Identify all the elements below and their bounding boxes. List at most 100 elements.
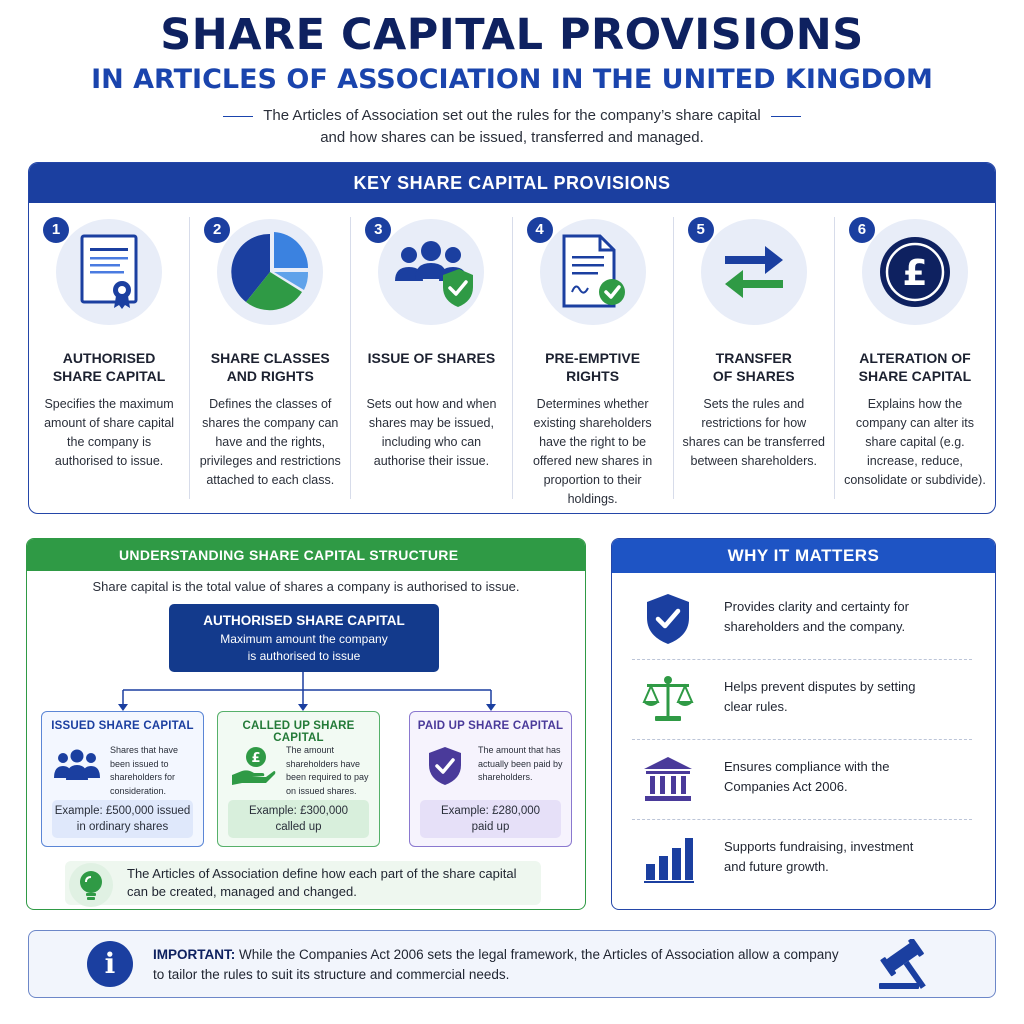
svg-text:£: £ — [251, 751, 260, 766]
important-label: IMPORTANT: — [153, 947, 236, 962]
provision-title-2: AND RIGHTS — [226, 368, 314, 384]
why-divider — [632, 659, 972, 660]
provision-number: 4 — [526, 217, 553, 243]
box-description: Shares that have been issued to sharehol… — [110, 745, 179, 796]
gavel-icon — [879, 939, 926, 989]
structure-footer-note: The Articles of Association define how e… — [65, 861, 541, 905]
paid-up-share-capital-box: PAID UP SHARE CAPITAL The amount that ha… — [409, 711, 572, 847]
provision-title: ISSUE OF SHARES — [367, 350, 496, 366]
intro-line-1: The Articles of Association set out the … — [263, 107, 761, 124]
flow-arrows — [118, 672, 496, 711]
why-heading: WHY IT MATTERS — [612, 539, 995, 573]
provision-title: PRE-EMPTIVE — [545, 350, 641, 366]
provision-title-2: OF SHARES — [712, 368, 795, 384]
provision-number: 3 — [365, 217, 392, 243]
share-capital-structure-panel: UNDERSTANDING SHARE CAPITAL STRUCTURE Sh… — [26, 538, 586, 910]
provision-title-2: SHARE CAPITAL — [858, 368, 972, 384]
divider-left — [223, 115, 254, 117]
issued-share-capital-box: ISSUED SHARE CAPITAL Shares that have be… — [41, 711, 204, 847]
why-line-1: Provides clarity and certainty for — [724, 599, 909, 614]
box-description: The amount that has actually been paid b… — [478, 745, 563, 782]
intro-text: The Articles of Association set out the … — [0, 105, 1024, 149]
why-divider — [632, 739, 972, 740]
structure-intro: Share capital is the total value of shar… — [92, 579, 520, 594]
lightbulb-icon — [69, 863, 113, 907]
important-note: i IMPORTANT: While the Companies Act 200… — [28, 930, 996, 998]
info-icon: i — [87, 941, 133, 987]
footer-line-1: The Articles of Association define how e… — [127, 866, 517, 881]
pie-chart-icon — [217, 219, 324, 325]
important-line-2: to tailor the rules to suit its structur… — [153, 967, 510, 982]
provision-number: 6 — [848, 217, 875, 243]
footer-line-2: can be created, managed and changed. — [127, 884, 357, 899]
page-subtitle: IN ARTICLES OF ASSOCIATION IN THE UNITED… — [91, 64, 933, 95]
people-shield-icon — [378, 219, 485, 325]
people-icon — [52, 744, 102, 788]
transfer-arrows-icon — [700, 219, 807, 325]
provision-description: Determines whether existing shareholders… — [532, 397, 653, 506]
provision-title: ALTERATION OF — [859, 350, 971, 366]
provision-number: 2 — [204, 217, 231, 243]
box-title: ISSUED SHARE CAPITAL — [51, 720, 194, 732]
provision-description: Explains how the company can alter its s… — [844, 397, 986, 487]
authorised-title: AUTHORISED SHARE CAPITAL — [203, 613, 405, 628]
document-check-icon — [539, 219, 646, 325]
why-divider — [632, 819, 972, 820]
provision-description: Sets the rules and restrictions for how … — [682, 397, 825, 468]
why-line-2: Companies Act 2006. — [724, 779, 848, 794]
example-line-1: Example: £280,000 — [440, 805, 541, 817]
structure-heading: UNDERSTANDING SHARE CAPITAL STRUCTURE — [27, 539, 585, 571]
why-line-1: Helps prevent disputes by setting — [724, 679, 916, 694]
provision-number: 1 — [43, 217, 69, 243]
page-title: SHARE CAPITAL PROVISIONS — [160, 10, 864, 60]
authorised-line-1: Maximum amount the company — [220, 632, 388, 646]
intro-line-2: and how shares can be issued, transferre… — [320, 129, 704, 146]
important-line-1: While the Companies Act 2006 sets the le… — [239, 947, 839, 962]
provision-item: 3 ISSUE OF SHARES Sets out how and when … — [351, 217, 513, 499]
provision-description: Sets out how and when shares may be issu… — [366, 397, 497, 468]
provision-title: TRANSFER — [715, 350, 792, 366]
why-item: Supports fundraising, investment and futu… — [632, 821, 972, 899]
authorised-line-2: is authorised to issue — [247, 649, 361, 663]
hand-coin-icon: £ — [228, 744, 278, 788]
example-line-1: Example: £300,000 — [248, 805, 349, 817]
why-item: Helps prevent disputes by setting clear r… — [632, 661, 972, 739]
provision-title: AUTHORISED — [62, 350, 156, 366]
provision-item: 6 £ ALTERATION OF SHARE CAPITAL Explains … — [835, 217, 995, 499]
example-line-2: in ordinary shares — [76, 821, 169, 833]
provision-item: 1 AUTHORISED SHARE CAPITAL Specifies the … — [29, 217, 191, 499]
svg-text:£: £ — [902, 253, 927, 294]
why-item: Provides clarity and certainty for shareh… — [632, 581, 972, 659]
shield-check-icon — [420, 744, 470, 788]
why-line-2: clear rules. — [724, 699, 788, 714]
called-up-share-capital-box: CALLED UP SHARE CAPITAL £ The amount sha… — [217, 711, 380, 847]
shield-check-icon — [640, 591, 696, 647]
box-description: The amount shareholders have been requir… — [286, 745, 369, 796]
pound-coin-icon: £ — [861, 219, 968, 325]
why-line-1: Ensures compliance with the — [724, 759, 890, 774]
box-title: CALLED UP SHARE CAPITAL — [242, 720, 355, 744]
key-provisions-heading: KEY SHARE CAPITAL PROVISIONS — [29, 163, 995, 203]
example-line-1: Example: £500,000 issued — [54, 805, 191, 817]
why-line-2: shareholders and the company. — [724, 619, 906, 634]
provision-description: Specifies the maximum amount of share ca… — [44, 397, 175, 468]
provision-title: SHARE CLASSES — [210, 350, 330, 366]
certificate-icon — [56, 219, 163, 325]
why-line-2: and future growth. — [724, 859, 829, 874]
courthouse-icon — [640, 751, 696, 807]
box-example: Example: £500,000 issued in ordinary shar… — [52, 800, 193, 838]
box-title: PAID UP SHARE CAPITAL — [417, 720, 564, 732]
example-line-2: paid up — [471, 821, 510, 833]
important-text: IMPORTANT: While the Companies Act 2006 … — [153, 945, 873, 985]
provision-title-2: RIGHTS — [566, 368, 620, 384]
box-example: Example: £280,000 paid up — [420, 800, 561, 838]
provision-item: 4 PRE-EMPTIVE RIGHTS Determines whether e… — [513, 217, 674, 506]
why-line-1: Supports fundraising, investment — [724, 839, 914, 854]
key-provisions-panel: KEY SHARE CAPITAL PROVISIONS 1 AUTHORISE… — [28, 162, 996, 514]
provision-title-2: SHARE CAPITAL — [52, 368, 166, 384]
scales-icon — [640, 671, 696, 727]
